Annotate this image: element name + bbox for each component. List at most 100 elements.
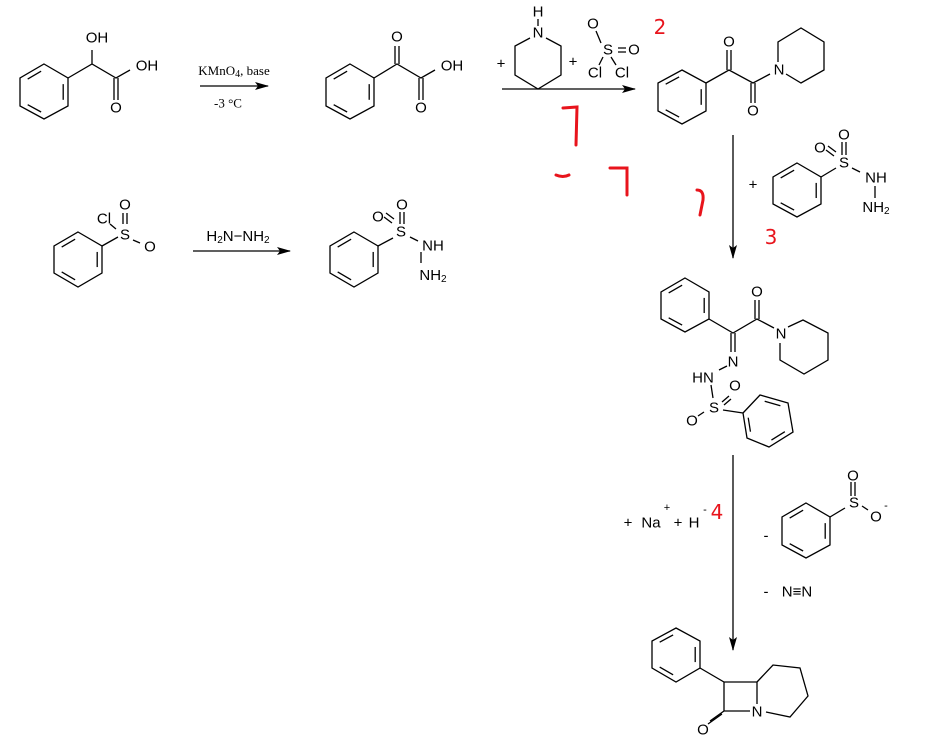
- nh-label: NH: [422, 238, 444, 255]
- annotation-mark: [608, 166, 629, 197]
- piperidine-h-label: H: [533, 4, 544, 21]
- amide-n-label: N: [774, 62, 785, 79]
- benzene-ring: [660, 277, 710, 333]
- annotation-mark: [554, 173, 571, 178]
- benzene-ring: [329, 231, 379, 288]
- benzene-ring: [657, 69, 707, 125]
- acid-oh-label: OH: [136, 58, 159, 75]
- sulfinate-o-label: O: [847, 468, 859, 485]
- plus-sign: +: [497, 56, 506, 73]
- piperidine-ring: [777, 27, 825, 84]
- annotation-step-2: 2: [654, 15, 667, 39]
- annotation-step-3: 3: [765, 225, 778, 249]
- lactam-o-label: O: [697, 722, 709, 739]
- charge-plus: +: [664, 502, 670, 514]
- aromatic-double-bond: [333, 104, 348, 113]
- benzene-ring: [781, 502, 831, 559]
- plus-sign: +: [749, 177, 758, 194]
- arrow-hydrazone: +: [729, 135, 758, 259]
- aromatic-double-bond: [27, 70, 42, 80]
- imine-n-label: N: [728, 354, 739, 371]
- sulfonyl-o-label: O: [729, 378, 741, 395]
- sulfur-label: S: [709, 400, 719, 417]
- aromatic-double-bond: [668, 317, 683, 326]
- arrow-cyclization: + Na + + H - - O S O - - N≡N: [624, 455, 888, 651]
- benzene-ring: [651, 627, 701, 683]
- aromatic-double-bond: [337, 238, 352, 248]
- sodium-label: Na: [641, 515, 661, 532]
- aromatic-double-bond: [764, 400, 781, 407]
- dinitrogen-label: N≡N: [782, 584, 812, 601]
- condition-label: -3 °C: [214, 96, 242, 111]
- aromatic-double-bond: [789, 543, 804, 552]
- amide-o-label: O: [747, 103, 759, 120]
- annotation-mark: [695, 188, 705, 217]
- aromatic-double-bond: [659, 666, 674, 676]
- chlorine-label: Cl: [615, 65, 629, 82]
- aromatic-double-bond: [27, 104, 42, 113]
- benzenesulfonyl-chloride: O Cl S O: [53, 197, 156, 288]
- sulfonyl-hydrazide-reagent: O O S NH NH2: [772, 127, 890, 218]
- sulfur-label: S: [120, 227, 130, 244]
- phenylglyoxylic-acid: O OH O: [325, 29, 464, 120]
- aromatic-double-bond: [337, 271, 352, 281]
- sulfur-label: S: [839, 155, 849, 172]
- aromatic-double-bond: [789, 509, 804, 519]
- charge-minus: -: [884, 500, 888, 512]
- aromatic-double-bond: [665, 76, 680, 85]
- nh-label: NH: [865, 170, 887, 187]
- aromatic-double-bond: [333, 70, 348, 80]
- plus-sign: +: [569, 54, 578, 71]
- sulfuryl-o-label: O: [628, 42, 640, 59]
- amide-n-label: N: [776, 326, 787, 343]
- benzene-ring: [742, 394, 794, 448]
- carbonyl-o-label: O: [415, 100, 427, 117]
- sulfonyl-o-label: O: [838, 127, 850, 144]
- minus-sign: -: [764, 584, 769, 601]
- annotation-step-4: 4: [711, 500, 724, 524]
- benzene-ring: [325, 63, 375, 120]
- aromatic-double-bond: [659, 634, 674, 643]
- handwritten-annotations: 2 3 4: [554, 15, 778, 524]
- sulfonyl-o-label: O: [814, 140, 826, 157]
- chlorine-label: Cl: [588, 65, 602, 82]
- keto-amide: O O N: [657, 27, 825, 125]
- piperidine-ring: [514, 37, 562, 90]
- sulfur-label: S: [603, 42, 613, 59]
- nh2-label: NH2: [419, 267, 447, 285]
- hydrazine-label: H2N−NH2: [206, 228, 270, 246]
- lactam-n-label: N: [752, 704, 763, 721]
- carbonyl-o-label: O: [110, 100, 122, 117]
- reagent-label: KMnO4, base: [198, 63, 270, 80]
- minus-sign: -: [764, 528, 769, 545]
- sulfonyl-o-label: O: [144, 239, 156, 256]
- sulfonyl-o-label: O: [686, 413, 698, 430]
- arrow-oxidation: KMnO4, base -3 °C: [198, 63, 270, 111]
- annotation-mark: [561, 105, 579, 147]
- keto-o-label: O: [723, 34, 735, 51]
- aromatic-double-bond: [771, 431, 786, 441]
- sulfonyl-hydrazide-product: O O S NH NH2: [329, 197, 447, 288]
- acid-oh-label: OH: [441, 58, 464, 75]
- benzene-ring: [19, 63, 69, 120]
- hydroxyl-label: OH: [86, 30, 109, 47]
- amide-o-label: O: [751, 284, 763, 301]
- plus-sign: +: [674, 515, 683, 532]
- sulfuryl-o-label: O: [587, 16, 599, 33]
- aromatic-double-bond: [61, 238, 76, 248]
- sulfonyl-hydrazone: O N N HN S O O: [660, 277, 829, 448]
- beta-lactam-product: N O: [651, 627, 809, 739]
- sulfinate-o-label: O: [870, 509, 882, 526]
- mandelic-acid: OH OH O: [19, 30, 159, 120]
- sulfonyl-o-label: O: [396, 197, 408, 214]
- aromatic-double-bond: [61, 271, 76, 281]
- sulfur-label: S: [849, 495, 859, 512]
- keto-o-label: O: [391, 29, 403, 46]
- chlorine-label: Cl: [97, 211, 111, 228]
- arrow-hydrazinolysis: H2N−NH2: [193, 228, 291, 255]
- sulfur-label: S: [396, 224, 406, 241]
- sulfonyl-o-label: O: [372, 209, 384, 226]
- hydride-label: H: [689, 515, 700, 532]
- aromatic-double-bond: [780, 169, 795, 179]
